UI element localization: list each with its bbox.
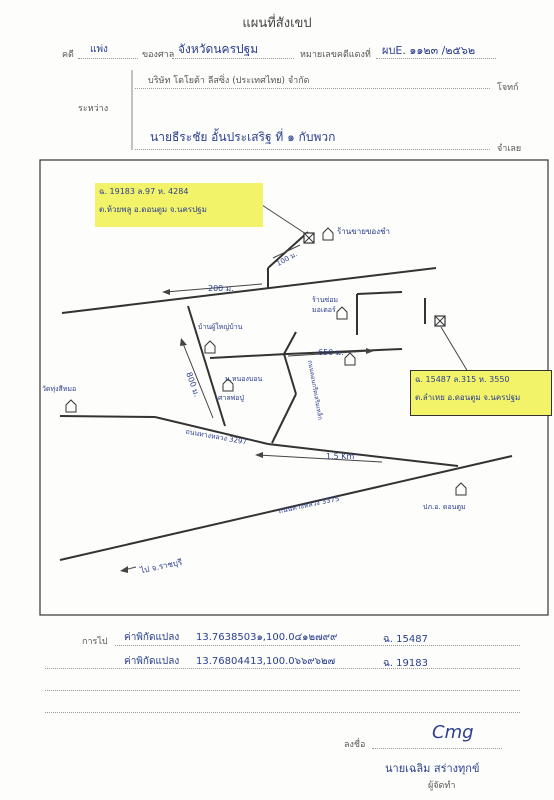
plot-1-deed-note: ฉ. 19183 ล.97 ห. 4284 ต.ห้วยพลู อ.ดอนตูม…: [95, 183, 263, 227]
black-no-value: ผบE. ๑๑๒๓ /๒๕๖๒: [382, 44, 476, 57]
distance-1-5km: 1.5 Km: [326, 452, 355, 461]
black-no-label: หมายเลขคดีแดงที่: [300, 50, 371, 60]
plaintiff-role: โจทก์: [497, 83, 519, 93]
case-type: แพ่ง: [90, 44, 108, 55]
road-to-plot2: [286, 348, 403, 355]
label-shop2: ร้านซ่อมมอเตอร์: [312, 296, 339, 314]
signature-glyph: Cmg: [432, 722, 474, 743]
defendant-name: นายธีระชัย อั้นประเสริฐ ที่ ๑ กับพวก: [150, 130, 336, 144]
court-name: จังหวัดนครปฐม: [178, 42, 259, 56]
plot-2-deed-note: ฉ. 15487 ล.315 ห. 3550 ต.ลำเหย อ.ดอนตูม …: [410, 370, 552, 416]
coord1-label: ค่าพิกัดแปลง: [124, 632, 180, 643]
case-label: คดี: [62, 50, 74, 60]
plot-2-location: ต.ลำเหย อ.ดอนตูม จ.นครปฐม: [415, 393, 521, 402]
plot-2-deed: ฉ. 15487 ล.315 ห. 3550: [415, 375, 510, 384]
signer-name: นายเฉลิม สร่างทุกข์: [385, 762, 480, 775]
coord1-value: 13.7638503๑,100.0๔๑๒๗๙๙: [196, 632, 338, 643]
road-to-plot1: [267, 231, 309, 269]
road-3297-west: [59, 415, 156, 418]
coord1-deed: ฉ. 15487: [383, 634, 428, 645]
label-house2: ศาลพ่อปู่: [218, 394, 244, 402]
coord2-value: 13.76804413,100.0๖๖๙๖๒๗: [196, 656, 336, 667]
document-title: แผนที่สังเขป: [242, 16, 312, 31]
house-icon: [222, 378, 234, 392]
house-icon: [65, 399, 77, 413]
plot-1-location: ต.ห้วยพลู อ.ดอนตูม จ.นครปฐม: [99, 205, 207, 214]
road-3375: [59, 455, 513, 561]
house-icon: [455, 482, 467, 496]
road-concrete: [271, 393, 297, 444]
defendant-role: จำเลย: [497, 144, 522, 154]
coords-label: การไป: [82, 637, 108, 647]
house-icon: [336, 306, 348, 320]
house-icon: [322, 227, 334, 241]
road-north-south: [187, 305, 226, 427]
road-3297: [154, 416, 269, 445]
sign-label: ลงชื่อ: [344, 740, 366, 750]
label-village: ม.หนองบอน: [225, 375, 263, 383]
court-label: ของศาล: [142, 50, 175, 60]
label-district-office: ปภ.อ. ดอนตูม: [423, 503, 466, 511]
coord2-label: ค่าพิกัดแปลง: [124, 656, 180, 667]
between-label: ระหว่าง: [78, 104, 109, 114]
plaintiff-name: บริษัท โตโยต้า ลีสซิ่ง (ประเทศไทย) จำกัด: [148, 76, 310, 86]
label-temple: วัดทุ่งสีหมอ: [42, 385, 77, 393]
house-icon: [204, 340, 216, 354]
road-top: [61, 267, 437, 314]
distance-650m: 650 ม.: [318, 348, 344, 357]
signer-role: ผู้จัดทำ: [428, 781, 456, 791]
road-village: [209, 353, 288, 359]
house-icon: [344, 352, 356, 366]
road-3297-east: [267, 443, 459, 467]
coord2-deed: ฉ. 19183: [383, 658, 428, 669]
label-house1: บ้านผู้ใหญ่บ้าน: [198, 323, 243, 331]
distance-200m: 200 ม.: [208, 284, 234, 293]
label-shop1: ร้านขายของชำ: [337, 227, 391, 236]
plot-1-deed: ฉ. 19183 ล.97 ห. 4284: [99, 187, 189, 196]
